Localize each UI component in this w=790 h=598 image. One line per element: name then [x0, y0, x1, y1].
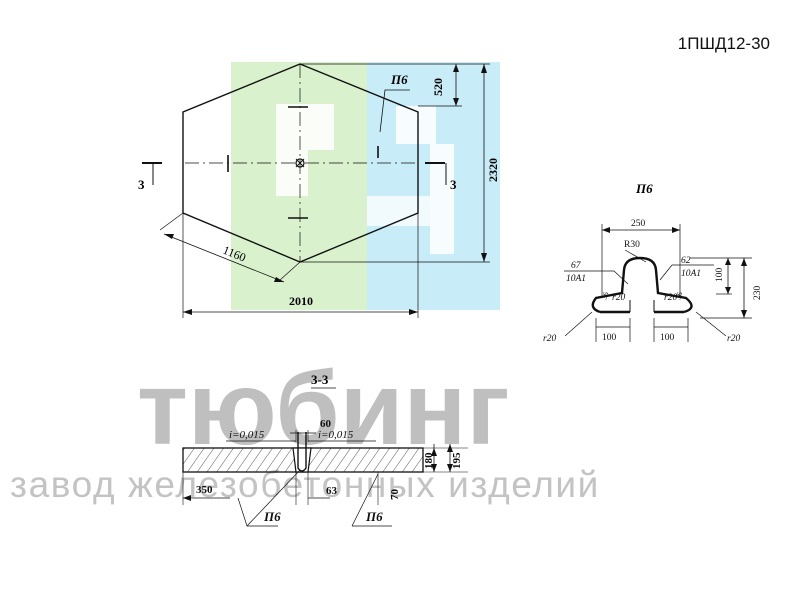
- product-code: 1ПШД12-30: [677, 34, 770, 53]
- section-view: [182, 430, 468, 527]
- slope-right: i=0,015: [318, 429, 354, 441]
- detail-left-bar: 10А1: [566, 274, 586, 284]
- section-marker-right: 3: [450, 177, 457, 192]
- detail-right-r-inner: r20: [664, 293, 677, 303]
- detail-radius-top: R30: [624, 240, 640, 250]
- detail-left-r: r20: [543, 334, 556, 344]
- loop-detail: [564, 224, 752, 342]
- detail-arrows: [602, 227, 747, 318]
- plan-view: [142, 63, 490, 318]
- watermark-logo: [231, 62, 500, 310]
- detail-right-foot: 100: [660, 333, 675, 343]
- dim-width: 2010: [289, 294, 313, 308]
- section-thickness: 180: [423, 452, 435, 469]
- detail-left-foot: 100: [602, 333, 617, 343]
- dim-height: 2320: [486, 158, 500, 182]
- section-title: 3-3: [311, 372, 329, 387]
- slope-left: i=0,015: [229, 429, 265, 441]
- detail-right-len: 62: [681, 256, 691, 266]
- section-arrows: [183, 444, 453, 501]
- plan-arrows: [164, 64, 487, 315]
- dim-top-offset: 520: [431, 78, 445, 96]
- section-dim-left: 350: [196, 484, 213, 496]
- detail-right-r: r20: [727, 334, 740, 344]
- detail-right-bar: 10А1: [681, 269, 701, 279]
- section-loop-right: П6: [365, 509, 383, 524]
- section-marker-left: 3: [138, 177, 145, 192]
- detail-dim-230: 230: [753, 286, 763, 301]
- section-thickness-total: 195: [451, 452, 463, 469]
- detail-dim-100: 100: [715, 268, 725, 283]
- section-dim-depth: 70: [389, 489, 401, 501]
- detail-left-r-inner: r20: [612, 293, 625, 303]
- detail-title: П6: [635, 181, 653, 196]
- detail-left-36: 36: [599, 290, 610, 300]
- detail-left-len: 67: [571, 261, 582, 271]
- plan-loop-label: П6: [390, 72, 408, 87]
- section-dim-mid: 63: [326, 485, 338, 497]
- section-dim-top: 60: [320, 418, 332, 430]
- detail-right-36: 36: [673, 290, 684, 300]
- section-loop-left: П6: [263, 509, 281, 524]
- detail-dim-total: 250: [631, 219, 646, 229]
- loop-bar: [591, 256, 693, 314]
